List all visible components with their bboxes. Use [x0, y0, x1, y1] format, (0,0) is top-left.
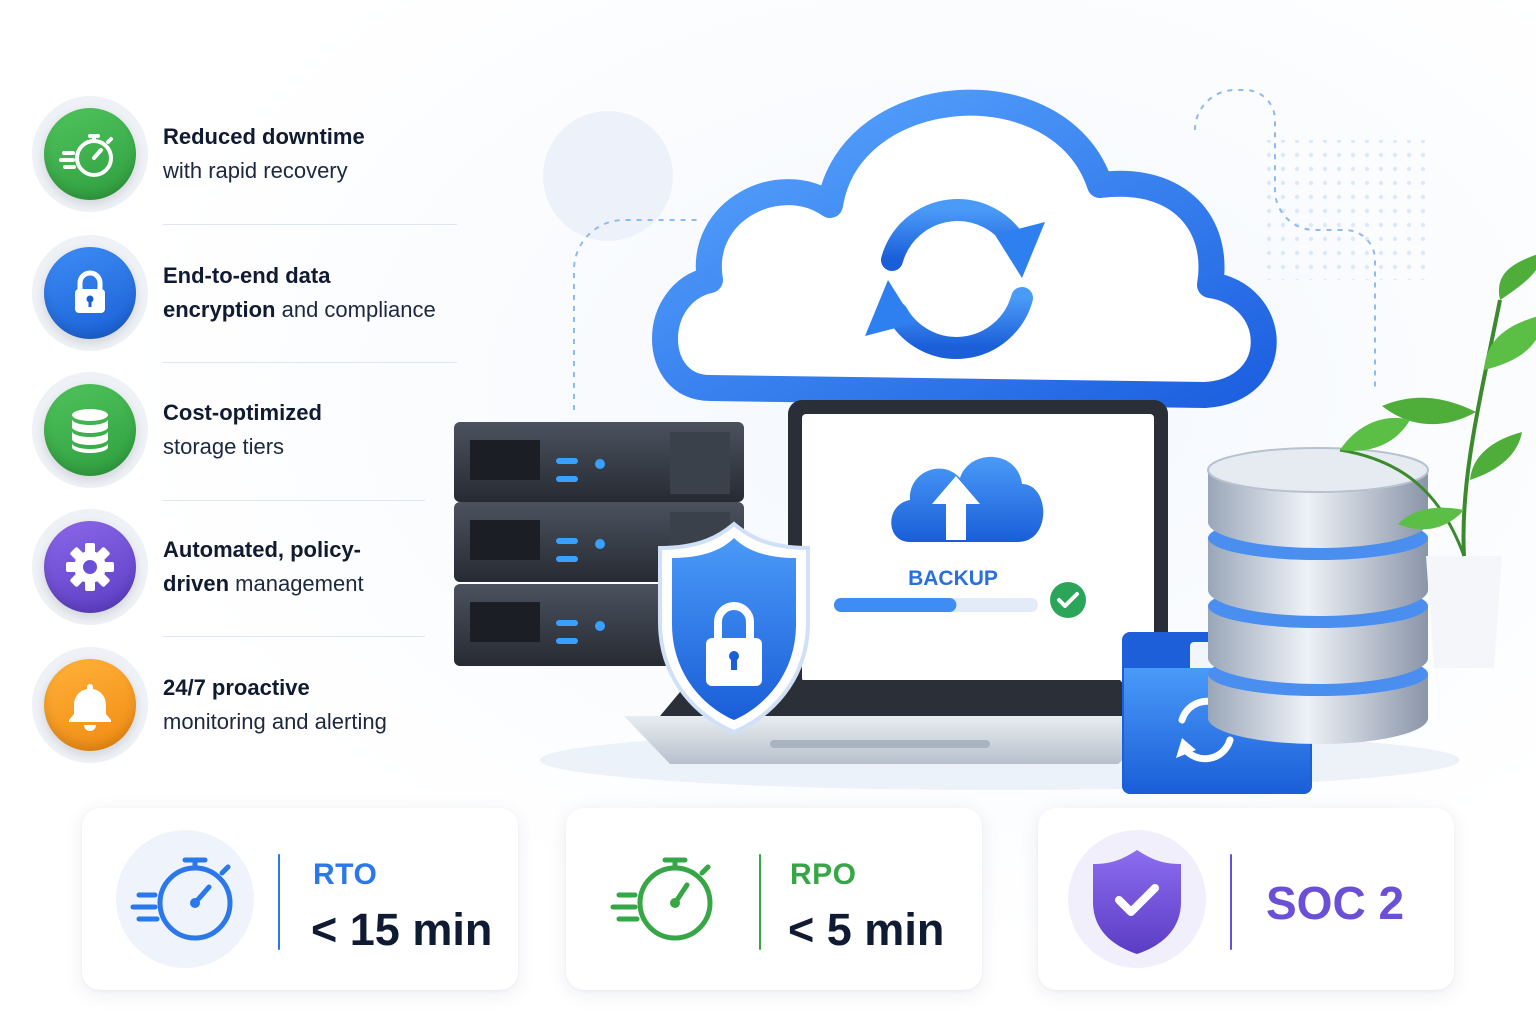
feature-encryption: End-to-end data encryption and complianc…: [32, 235, 472, 363]
divider: [163, 500, 425, 501]
dashed-connector: [1194, 89, 1376, 390]
feature-monitoring: 24/7 proactive monitoring and alerting: [32, 647, 472, 763]
feature-title-emphasis: driven: [163, 571, 230, 596]
rpo-label: RPO: [790, 858, 857, 891]
cloud-icon: [652, 89, 1277, 408]
cloud-backup-illustration: BACKUP: [454, 89, 1536, 794]
backup-status-label: BACKUP: [908, 567, 998, 590]
check-icon: [1050, 582, 1086, 618]
backup-progress-fill: [834, 598, 957, 612]
feature-title: Reduced downtime: [163, 124, 365, 149]
upload-cloud-icon: [891, 456, 1044, 542]
divider: [163, 224, 457, 225]
shield-lock-icon: [658, 521, 810, 735]
bell-icon: [44, 659, 136, 751]
card-divider: [759, 854, 761, 950]
rpo-card: RPO < 5 min: [566, 808, 982, 990]
plant-decoration: [1339, 254, 1536, 668]
feature-title: Cost-optimized: [163, 400, 322, 425]
divider: [163, 362, 457, 363]
feature-automated: Automated, policy- driven management: [32, 509, 472, 637]
feature-title: Automated, policy-: [163, 537, 362, 562]
stopwatch-icon: [596, 830, 734, 968]
database-icon: [44, 384, 136, 476]
feature-reduced-downtime: Reduced downtime with rapid recovery: [32, 96, 472, 225]
feature-title-emphasis: encryption: [163, 297, 276, 322]
laptop-screen: [802, 414, 1154, 682]
feature-subtitle: storage tiers: [163, 434, 285, 459]
feature-subtitle: and compliance: [281, 297, 436, 322]
gear-icon: [44, 521, 136, 613]
stopwatch-icon: [44, 108, 136, 200]
soc2-card: SOC 2: [1038, 808, 1454, 990]
rto-value: < 15 min: [311, 904, 493, 955]
feature-subtitle: monitoring and alerting: [163, 709, 387, 734]
feature-subtitle: management: [235, 571, 364, 596]
database-stack: [1207, 447, 1429, 744]
background-circle: [543, 111, 673, 241]
feature-title: End-to-end data: [163, 263, 331, 288]
shield-check-icon: [1068, 830, 1206, 968]
soc2-label: SOC 2: [1266, 877, 1405, 929]
padlock-icon: [44, 247, 136, 339]
divider: [163, 636, 425, 637]
feature-cost-optimized: Cost-optimized storage tiers: [32, 372, 472, 501]
sync-icon: [865, 199, 1045, 359]
dashed-connector: [573, 219, 700, 410]
feature-subtitle: with rapid recovery: [163, 158, 348, 183]
card-divider: [1230, 854, 1232, 950]
feature-title: 24/7 proactive: [163, 675, 310, 700]
stopwatch-icon: [116, 830, 254, 968]
dot-pattern: [1260, 140, 1430, 280]
rto-label: RTO: [313, 858, 378, 891]
rto-card: RTO < 15 min: [82, 808, 518, 990]
rpo-value: < 5 min: [788, 904, 945, 955]
card-divider: [278, 854, 280, 950]
